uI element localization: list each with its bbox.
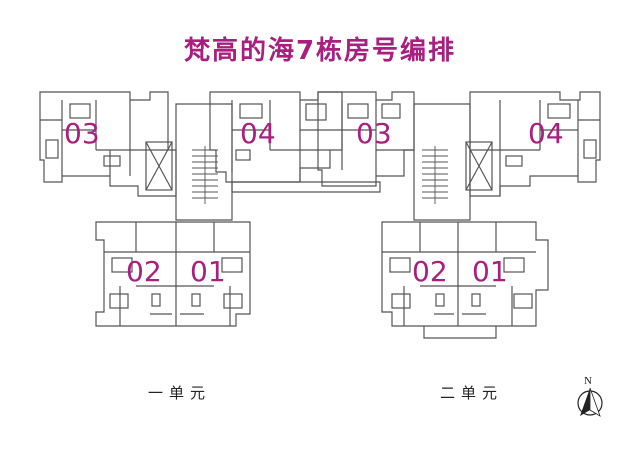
unit-number-u2-01: 01 [472, 255, 508, 288]
unit-number-u1-02: 02 [126, 255, 162, 288]
apartment-outline-u1-04 [209, 91, 343, 183]
unit-number-u2-04: 04 [528, 117, 564, 150]
apartment-outline-u1-03 [39, 91, 177, 197]
stair-core-u2 [413, 103, 471, 221]
unit-number-u1-04: 04 [240, 117, 276, 150]
unit-number-u2-02: 02 [412, 255, 448, 288]
unit-number-u1-01: 01 [190, 255, 226, 288]
figure-title: 梵高的海7栋房号编排 [183, 36, 457, 66]
section-label-unit-two: 二单元 [440, 384, 504, 402]
bed-icon [69, 103, 91, 119]
section-label-unit-one: 一单元 [148, 384, 212, 402]
apartment-outline-u2-01-02 [381, 221, 549, 327]
corridor [231, 181, 381, 193]
unit-number-u2-03: 03 [356, 117, 392, 150]
stair-core-u1 [175, 103, 233, 221]
elevator-u2 [465, 141, 493, 191]
north-arrow-icon [577, 387, 603, 417]
unit-number-u1-03: 03 [64, 117, 100, 150]
apartment-outline-u1-01-02 [95, 221, 251, 327]
elevator-u1 [145, 141, 173, 191]
north-label: N [584, 375, 592, 387]
